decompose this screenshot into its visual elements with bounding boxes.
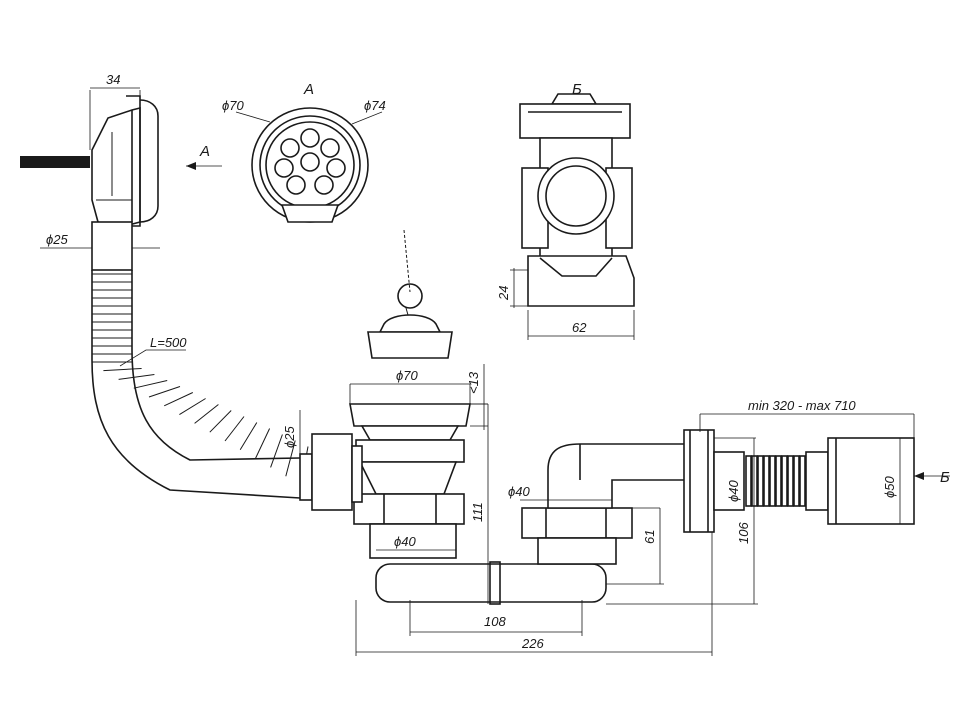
arrow-a-label: А [199,143,210,160]
dim-108: 108 [484,614,506,629]
dim-phi70-top: ϕ70 [222,98,244,113]
view-b-letter: Б [572,81,582,98]
dim-24: 24 [496,286,511,301]
hose-rib [285,440,296,477]
dim-phi40-right: ϕ40 [726,480,741,502]
dim-phi25-left: ϕ25 [46,232,68,247]
dim-phi70-drain: ϕ70 [396,368,418,383]
chain-and-plug [367,229,453,359]
hose-rib [254,428,271,459]
dim-phi74: ϕ74 [364,98,386,113]
dim-l500: L=500 [150,335,187,350]
hose-rib [239,422,258,451]
telescopic-rib [799,455,806,507]
dim-lt13: <13 [466,371,481,394]
telescopic-rib [751,455,758,507]
hose-rib [209,410,232,433]
dim-phi25-mid: ϕ25 [282,426,297,448]
hose-rib [118,374,155,380]
hose-stub-vertical [91,221,133,271]
dim-min-max: min 320 - max 710 [748,398,856,413]
telescopic-rib [775,455,782,507]
overflow-head [20,95,159,227]
arrow-b-label: Б [940,469,950,486]
hose-rib [133,380,168,389]
telescopic-rib [763,455,770,507]
dim-61: 61 [642,530,657,544]
hose-rib [103,368,142,372]
dimension-lines [40,87,950,656]
telescopic-rib [745,455,752,507]
telescopic-rib [781,455,788,507]
hose-rib [179,398,206,416]
dim-phi40-left: ϕ40 [394,534,416,549]
view-a-letter: А [303,81,314,98]
dim-phi50: ϕ50 [882,476,897,498]
telescopic-rib [793,455,800,507]
dim-34: 34 [106,72,120,87]
hose-rib [270,434,283,468]
telescopic-rib [787,455,794,507]
telescopic-rib [769,455,776,507]
labels: А Б А Б 34 ϕ70 ϕ74 ϕ25 L=500 ϕ25 ϕ70 <13… [46,72,950,651]
hose-rib [148,386,181,398]
dim-111: 111 [470,502,485,522]
hose-rib [163,392,194,407]
hose-rib [194,404,219,424]
hose-rib [224,416,245,442]
drain-assembly [299,403,915,605]
dim-62: 62 [572,320,587,335]
telescopic-rib [757,455,764,507]
view-a-grate [251,107,369,223]
dim-phi40-mid: ϕ40 [508,484,530,499]
dim-106: 106 [736,522,751,544]
corrugated-hose [91,270,309,499]
dim-226: 226 [521,636,544,651]
view-b-trap [519,93,635,307]
